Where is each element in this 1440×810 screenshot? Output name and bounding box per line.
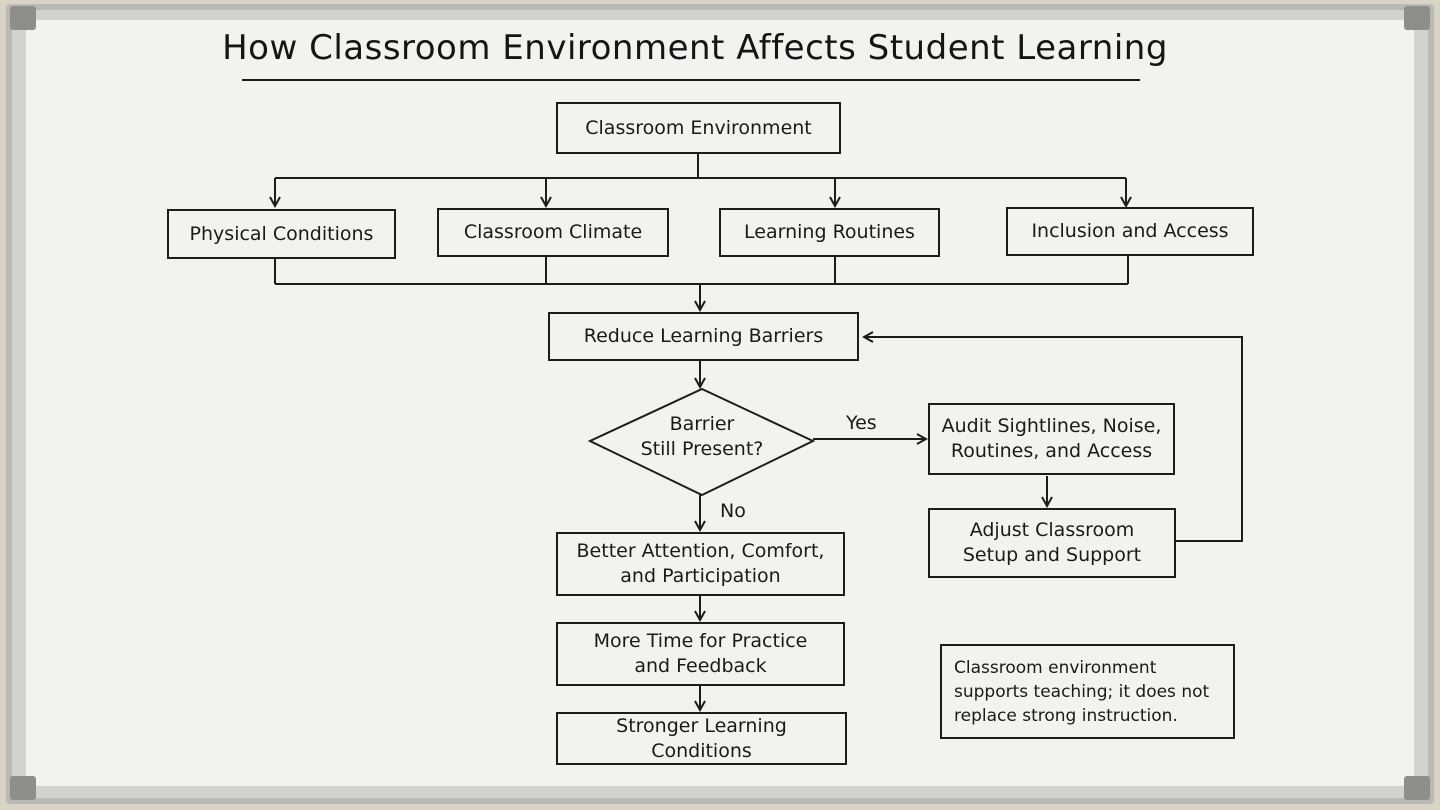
decision-label: Barrier Still Present? [640,413,764,460]
node-learning-routines: Learning Routines [719,208,940,257]
node-label: Physical Conditions [189,222,374,245]
node-inclusion-and-access: Inclusion and Access [1006,207,1254,256]
footnote-box: Classroom environment supports teaching;… [940,644,1235,739]
decision-diamond [587,387,816,497]
node-more-time-practice: More Time for Practice and Feedback [556,622,845,686]
node-label: Learning Routines [744,221,915,243]
node-label: Better Attention, Comfort, and Participa… [576,540,825,587]
node-adjust-classroom-setup: Adjust Classroom Setup and Support [928,508,1176,578]
node-reduce-learning-barriers: Reduce Learning Barriers [548,312,859,361]
edge-loop-back [864,337,1243,542]
node-label: Classroom Climate [463,221,643,243]
page-title: How Classroom Environment Affects Studen… [222,28,1168,68]
node-stronger-learning-conditions: Stronger Learning Conditions [556,712,847,765]
edge-label-yes: Yes [846,412,877,434]
node-classroom-environment: Classroom Environment [556,102,841,154]
connectors [275,154,1243,710]
node-classroom-climate: Classroom Climate [437,208,669,257]
node-label: More Time for Practice and Feedback [593,630,808,677]
node-better-attention: Better Attention, Comfort, and Participa… [556,532,845,596]
node-physical-conditions: Physical Conditions [167,209,396,259]
node-label: Audit Sightlines, Noise, Routines, and A… [941,415,1162,462]
node-label: Stronger Learning Conditions [616,714,787,762]
edge-label-no: No [720,500,746,522]
node-label: Classroom Environment [585,116,812,139]
node-label: Adjust Classroom Setup and Support [962,519,1142,566]
node-label: Reduce Learning Barriers [583,325,824,347]
node-audit-sightlines: Audit Sightlines, Noise, Routines, and A… [928,403,1175,475]
node-label: Inclusion and Access [1031,220,1229,242]
